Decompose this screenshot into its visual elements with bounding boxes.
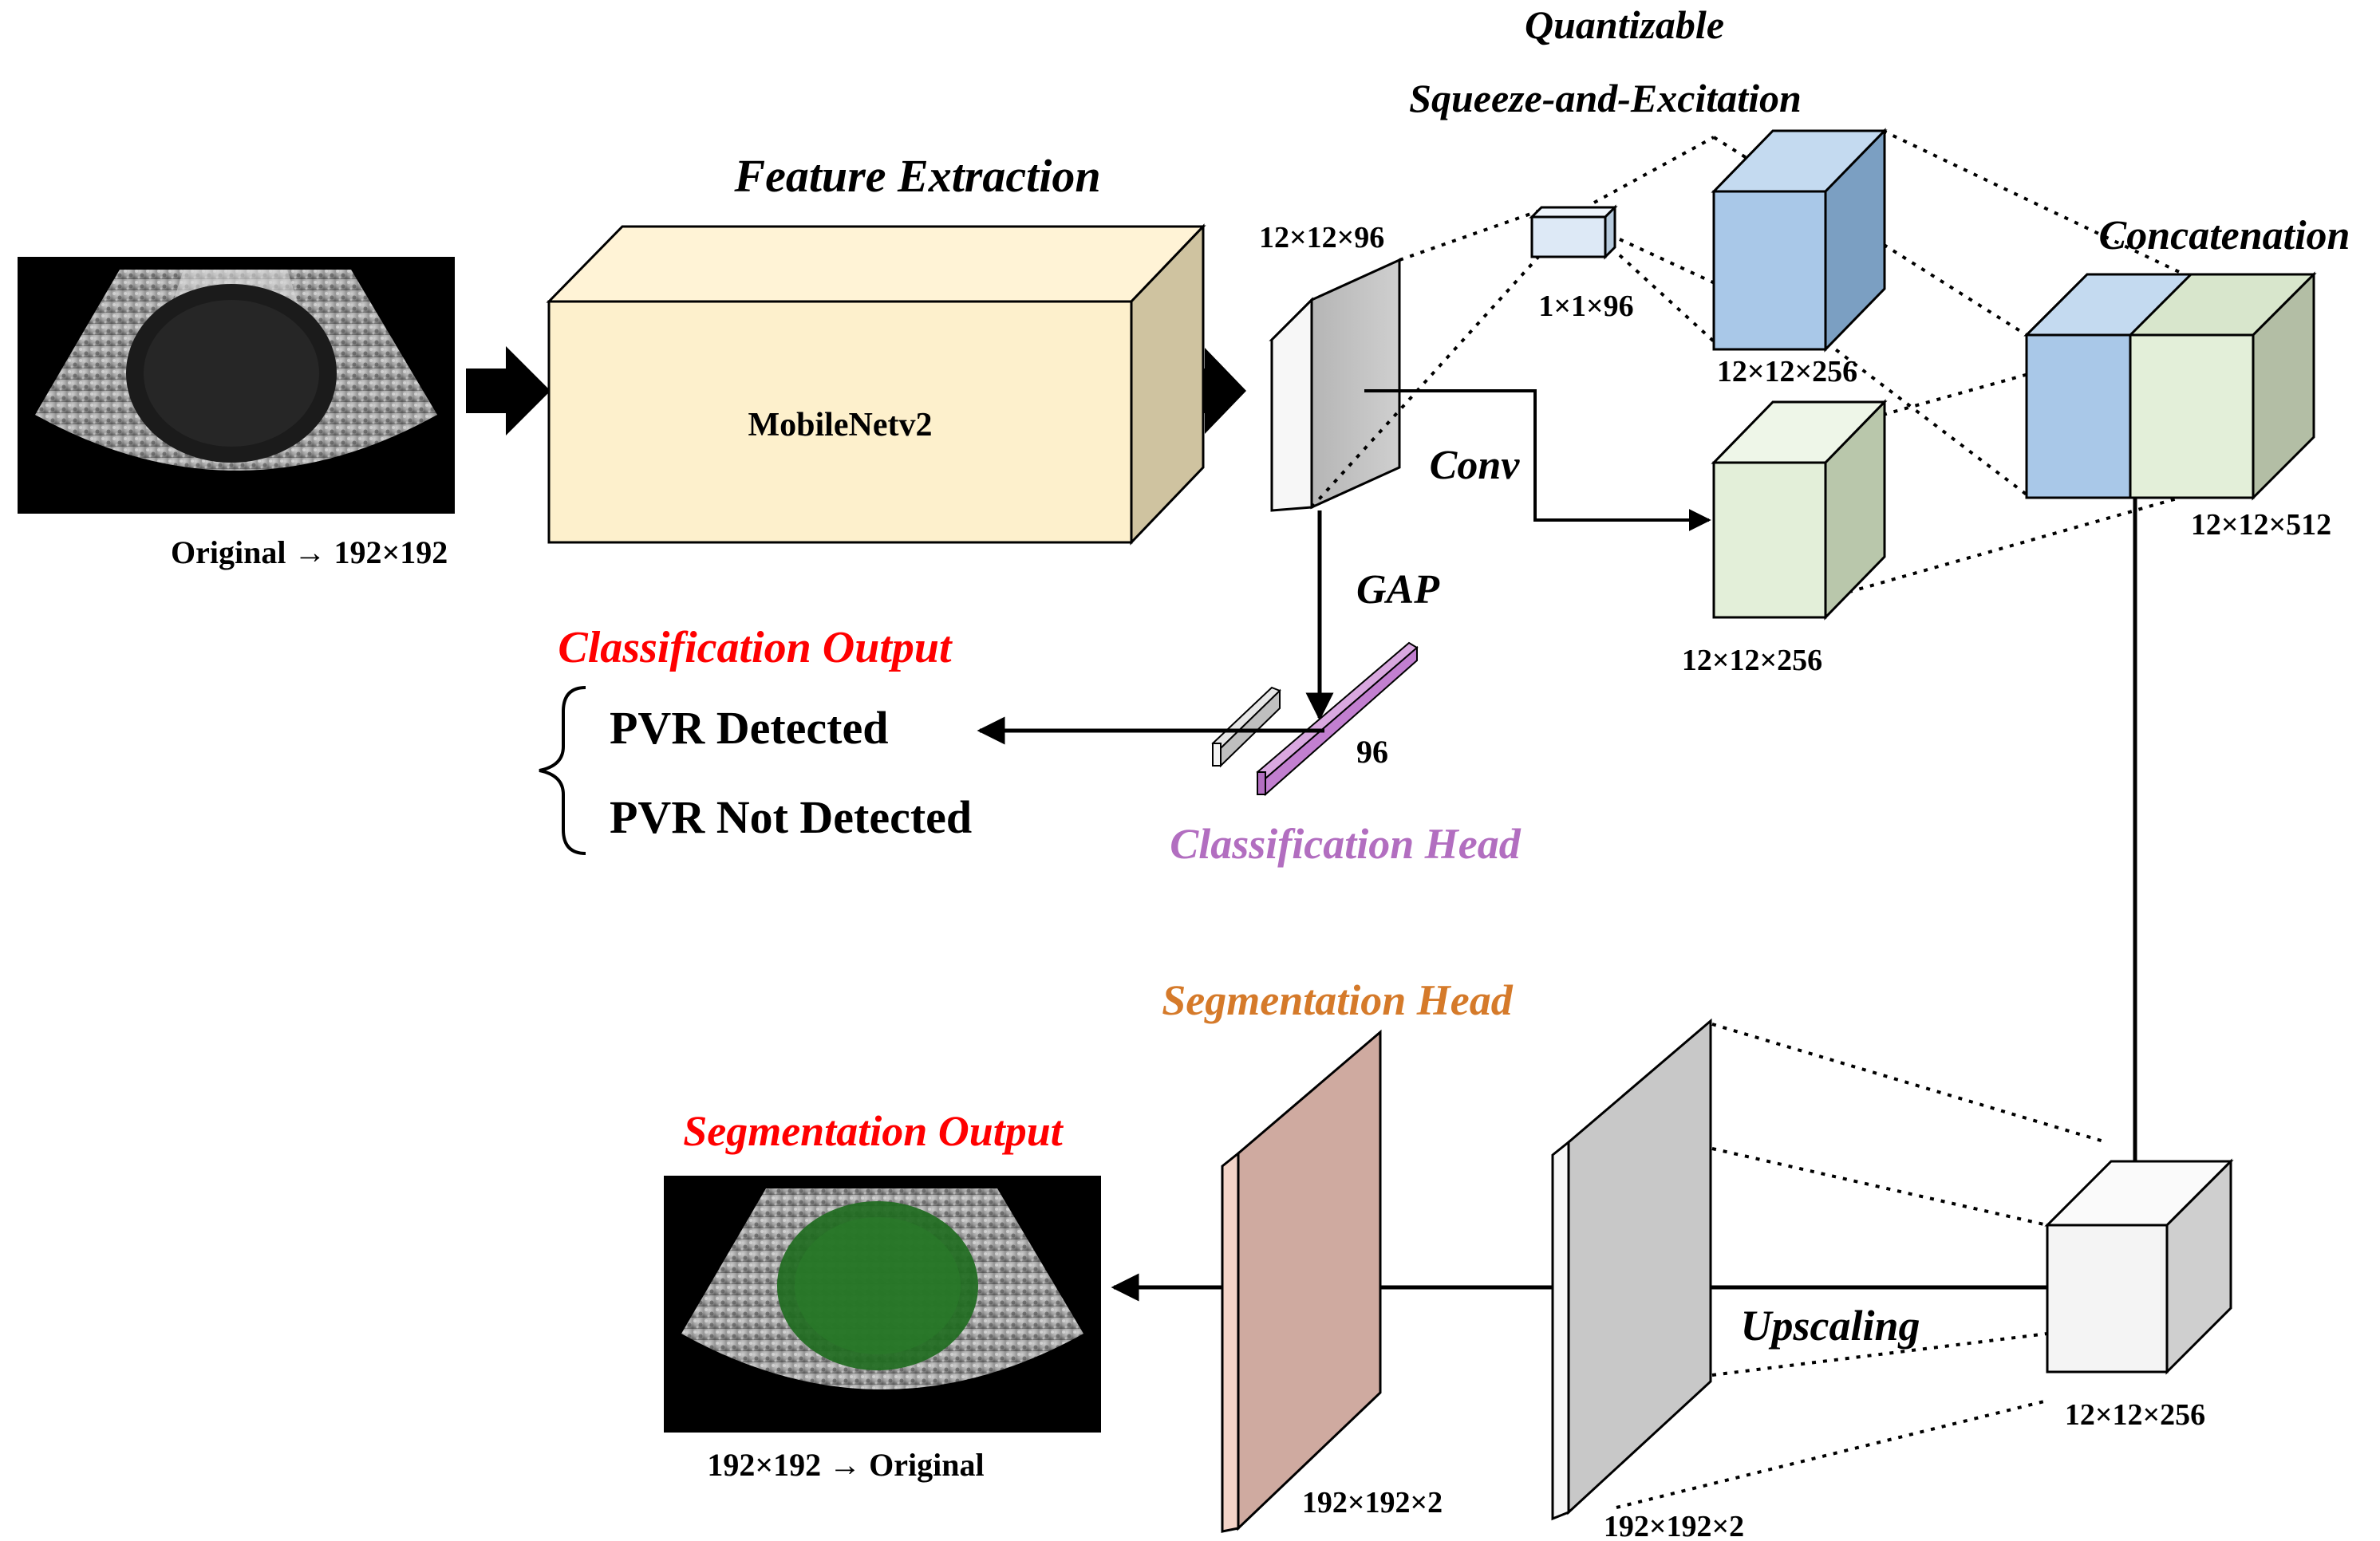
upscaling-label: Upscaling xyxy=(1740,1302,1920,1350)
output-ultrasound-image xyxy=(664,1176,1101,1433)
class-pvr-not-detected: PVR Not Detected xyxy=(610,791,972,843)
class-pvr-detected: PVR Detected xyxy=(610,702,888,754)
input-dim-label: Original → 192×192 xyxy=(171,534,448,570)
gap-label: GAP xyxy=(1356,567,1440,613)
mobilenet-block xyxy=(546,223,1206,546)
segmentation-head-slab xyxy=(1221,1029,1382,1533)
se-output-dim: 12×12×256 xyxy=(1717,355,1857,388)
gap-dim: 96 xyxy=(1356,734,1388,770)
upscaled-dim: 192×192×2 xyxy=(1604,1510,1744,1541)
output-dim-label: 192×192 → Original xyxy=(707,1447,984,1483)
mobilenet-label: MobileNetv2 xyxy=(748,407,933,443)
feature-map-slab xyxy=(1269,258,1401,512)
se-title-line2: Squeeze-and-Excitation xyxy=(1409,76,1802,120)
classification-output-title: Classification Output xyxy=(558,623,953,672)
segmentation-output-title: Segmentation Output xyxy=(683,1107,1064,1155)
classifier-output-bar xyxy=(1211,686,1281,768)
concatenation-cube xyxy=(2023,271,2317,501)
feature-map-dim: 12×12×96 xyxy=(1259,221,1384,254)
gap-vector-bar xyxy=(1256,641,1419,797)
se-vector-cube xyxy=(1529,204,1618,260)
segmentation-head-title: Segmentation Head xyxy=(1162,976,1514,1024)
upscaled-slab xyxy=(1551,1018,1712,1521)
brace-icon xyxy=(539,686,586,855)
se-output-cube xyxy=(1711,128,1888,353)
reduced-dim: 12×12×256 xyxy=(2065,1398,2205,1432)
concat-dim: 12×12×512 xyxy=(2191,508,2331,542)
reduced-cube xyxy=(2044,1158,2234,1375)
conv-label: Conv xyxy=(1430,443,1521,488)
se-title-line1: Quantizable xyxy=(1525,2,1724,47)
conv-arrow xyxy=(1364,389,1711,531)
seg-head-dim: 192×192×2 xyxy=(1302,1486,1443,1519)
classification-head-title: Classification Head xyxy=(1170,820,1522,868)
se-vector-dim: 1×1×96 xyxy=(1538,290,1633,323)
concatenation-title: Concatenation xyxy=(2099,213,2350,258)
feature-extraction-title: Feature Extraction xyxy=(733,150,1100,202)
conv-output-cube xyxy=(1711,399,1888,621)
input-ultrasound-image xyxy=(18,257,455,514)
conv-output-dim: 12×12×256 xyxy=(1682,644,1822,677)
big-arrow-right-icon xyxy=(466,346,551,436)
